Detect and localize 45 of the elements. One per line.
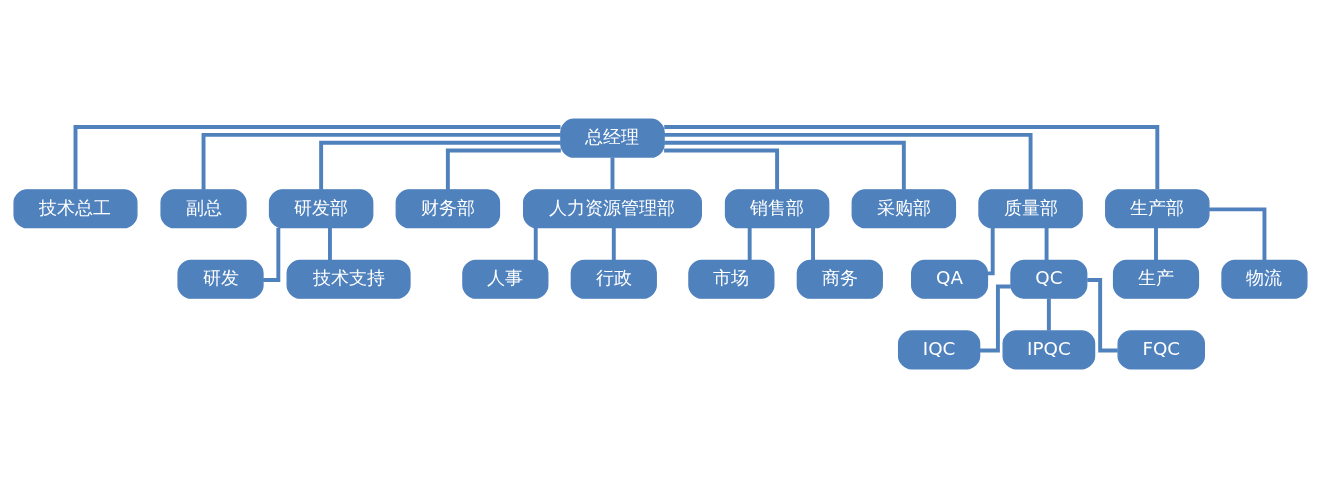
- connector: [1046, 298, 1051, 331]
- node-box: 生产: [1112, 259, 1200, 299]
- connector: [1087, 277, 1118, 353]
- node-box: 质量部: [978, 189, 1083, 229]
- node-box: 技术支持: [286, 259, 411, 299]
- node-box: IQC: [897, 330, 981, 370]
- node-box: 市场: [688, 259, 775, 299]
- node-box: 人事: [462, 259, 549, 299]
- node-box: 财务部: [395, 189, 501, 229]
- connector: [1044, 228, 1049, 260]
- node-box: IPQC: [1002, 330, 1096, 370]
- node-box: 人力资源管理部: [523, 189, 702, 229]
- connector: [328, 228, 332, 260]
- connector: [664, 132, 1033, 190]
- node-box: QA: [911, 259, 989, 299]
- node-box: FQC: [1117, 330, 1205, 370]
- connector: [611, 228, 616, 260]
- connector: [610, 157, 615, 190]
- connector: [319, 140, 561, 190]
- node-box: 行政: [570, 259, 657, 299]
- node-box: 商务: [796, 259, 883, 299]
- node-box: QC: [1010, 259, 1088, 299]
- node-box: 采购部: [851, 189, 957, 229]
- node-box: 技术总工: [13, 189, 138, 229]
- connector: [664, 148, 780, 190]
- connector: [979, 284, 1011, 353]
- node-box: 销售部: [724, 189, 830, 229]
- connector: [664, 140, 906, 190]
- connector: [201, 132, 561, 190]
- node-box: 副总: [160, 189, 247, 229]
- node-box: 生产部: [1105, 189, 1210, 229]
- connector: [445, 148, 561, 190]
- node-box: 研发部: [268, 189, 374, 229]
- node-box: 总经理: [560, 118, 665, 158]
- connector: [811, 228, 815, 260]
- node-box: 研发: [177, 259, 264, 299]
- connector: [664, 125, 1160, 190]
- connector: [263, 227, 281, 282]
- node-box: 物流: [1221, 259, 1308, 299]
- connector: [73, 125, 561, 190]
- connector: [533, 228, 538, 260]
- connector: [987, 227, 995, 276]
- connector: [1154, 228, 1158, 260]
- connector: [747, 228, 752, 260]
- connector: [1209, 207, 1267, 261]
